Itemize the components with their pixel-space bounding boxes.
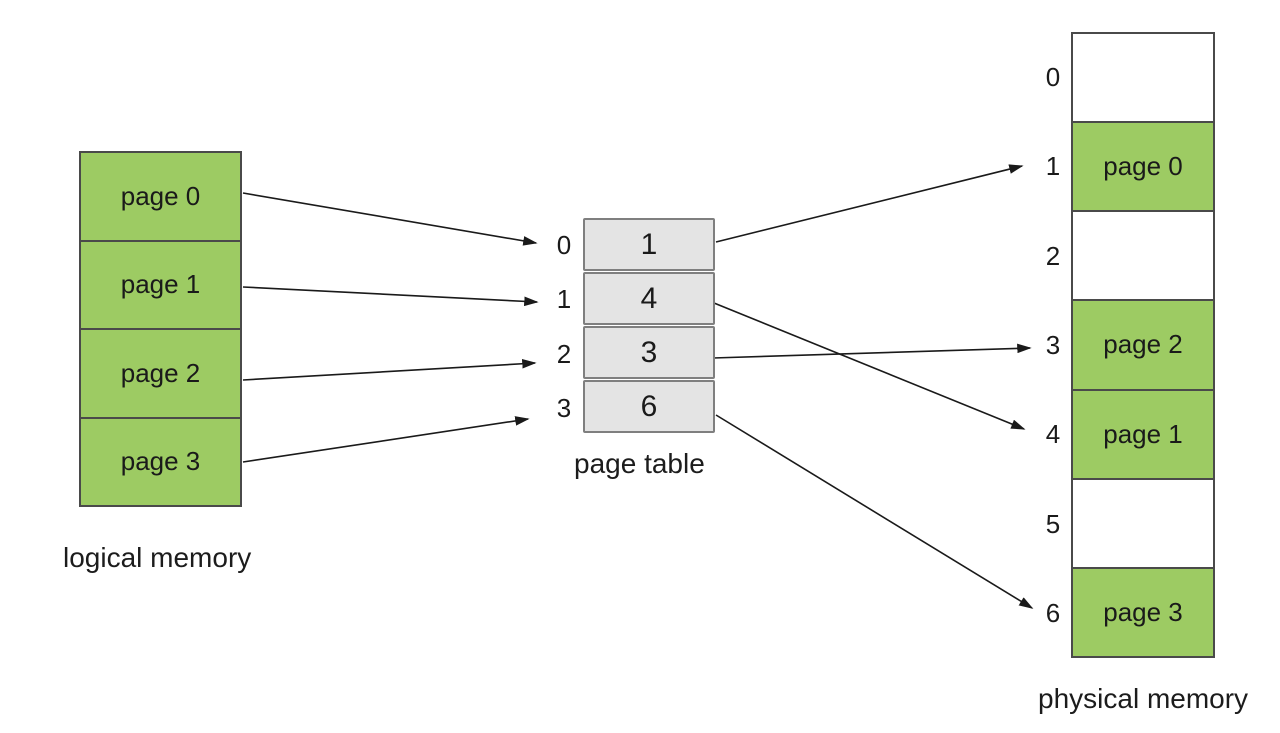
physical-frame-6-label: page 3: [1103, 596, 1183, 627]
logical-page-1-label: page 1: [120, 269, 201, 300]
logical-page-0-label: page 0: [120, 180, 201, 211]
logical-page-cell-2: page 2: [81, 328, 240, 417]
physical-memory-box: page 0 page 2 page 1 page 3: [1071, 32, 1215, 658]
arrow-page0-to-table-row0: [242, 192, 538, 246]
physical-frame-3: page 2: [1073, 299, 1213, 389]
physical-frame-5: [1073, 477, 1213, 567]
arrow-table-row3-to-frame6: [715, 414, 1034, 609]
page-table-index-2: 2: [556, 339, 572, 369]
logical-page-cell-1: page 1: [81, 239, 240, 329]
physical-frame-number-1: 1: [1045, 151, 1061, 181]
page-table-caption: page table: [574, 448, 705, 479]
logical-page-2-label: page 2: [120, 357, 201, 388]
physical-frame-0: [1073, 34, 1213, 122]
logical-page-3-label: page 3: [120, 446, 201, 477]
physical-frame-4: page 1: [1073, 388, 1213, 478]
page-table-index-1: 1: [556, 284, 572, 314]
logical-memory-box: page 0 page 1 page 2 page 3: [79, 151, 242, 507]
page-table-index-3: 3: [556, 393, 572, 423]
physical-frame-number-2: 2: [1045, 241, 1061, 271]
arrow-table-row2-to-frame3: [712, 343, 1032, 359]
arrow-table-row1-to-frame4: [713, 302, 1026, 430]
arrow-page1-to-table-row1: [242, 286, 539, 307]
page-table-entry-3: 6: [583, 380, 715, 433]
arrow-page3-to-table-row3: [242, 416, 530, 463]
arrow-page2-to-table-row2: [242, 358, 537, 381]
logical-page-cell-0: page 0: [81, 153, 240, 240]
physical-frame-number-3: 3: [1045, 330, 1061, 360]
physical-frame-4-label: page 1: [1103, 418, 1183, 449]
physical-frame-3-label: page 2: [1103, 329, 1183, 360]
physical-frame-number-0: 0: [1045, 62, 1061, 92]
physical-frame-number-5: 5: [1045, 509, 1061, 539]
physical-frame-2: [1073, 210, 1213, 300]
physical-frame-number-4: 4: [1045, 419, 1061, 449]
physical-frame-number-6: 6: [1045, 598, 1061, 628]
arrow-table-row0-to-frame1: [715, 164, 1024, 243]
physical-frame-1-label: page 0: [1103, 151, 1183, 182]
logical-memory-caption: logical memory: [63, 542, 252, 573]
page-table-index-0: 0: [556, 230, 572, 260]
physical-frame-1: page 0: [1073, 121, 1213, 211]
page-table-entry-1: 4: [583, 272, 715, 325]
physical-memory-caption: physical memory: [1038, 683, 1249, 714]
logical-page-cell-3: page 3: [81, 416, 240, 506]
page-table-entry-0: 1: [583, 218, 715, 271]
page-table-box: 1 4 3 6: [583, 218, 715, 433]
page-table-entry-2: 3: [583, 326, 715, 379]
physical-frame-6: page 3: [1073, 566, 1213, 656]
